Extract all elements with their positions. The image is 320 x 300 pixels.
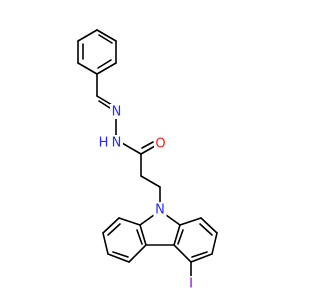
molecule-structure-diagram: N N H O N I	[77, 29, 218, 292]
bond	[102, 232, 109, 255]
carbazole-left-ring	[102, 217, 147, 263]
oxygen-atom: O	[154, 136, 167, 152]
bond	[211, 232, 218, 255]
double-bond-inner	[97, 59, 112, 69]
carbazole-right-ring	[173, 217, 218, 277]
bond	[77, 62, 98, 75]
bond	[96, 29, 117, 42]
bond	[128, 244, 147, 263]
double-bond-inner	[191, 251, 208, 258]
double-bond-inner	[177, 229, 184, 245]
carbazole-five-ring	[139, 214, 181, 246]
bond	[140, 175, 161, 188]
bond	[107, 253, 130, 263]
double-bond-inner	[98, 34, 113, 44]
iodine-label: I	[189, 277, 193, 292]
iodine-atom: I	[186, 276, 196, 292]
atom-labels: N N H O N I	[97, 104, 196, 292]
nitrogen-lower-atom: N H	[97, 135, 123, 151]
bond	[77, 29, 98, 42]
nitrogen-upper-atom: N	[110, 104, 123, 120]
hydrogen-label: H	[99, 136, 109, 151]
bond	[173, 244, 192, 263]
bond	[190, 253, 213, 263]
bond	[96, 62, 117, 75]
bond	[118, 217, 141, 226]
bond	[121, 142, 142, 155]
bond	[165, 214, 181, 226]
carbazole-nitrogen-atom: N	[153, 202, 167, 218]
double-bond-inner	[107, 223, 121, 236]
oxygen-label: O	[155, 137, 165, 152]
bond	[139, 224, 147, 246]
bond	[96, 95, 113, 106]
double-bond-inner	[112, 251, 129, 258]
double-bond-inner	[98, 100, 111, 109]
bond	[102, 217, 120, 234]
chain-bonds	[96, 73, 161, 204]
carbazole-nitrogen-label: N	[155, 203, 165, 218]
bond	[200, 217, 218, 234]
nitrogen-upper-label: N	[112, 105, 122, 120]
phenyl-ring	[77, 29, 117, 75]
bond	[173, 224, 181, 246]
bond	[179, 217, 202, 226]
bond	[140, 145, 156, 155]
double-bond-inner	[141, 141, 154, 149]
nitrogen-lower-label: N	[112, 136, 122, 151]
double-bond-inner	[136, 229, 143, 245]
bond	[139, 214, 155, 226]
double-bond-inner	[199, 223, 213, 236]
